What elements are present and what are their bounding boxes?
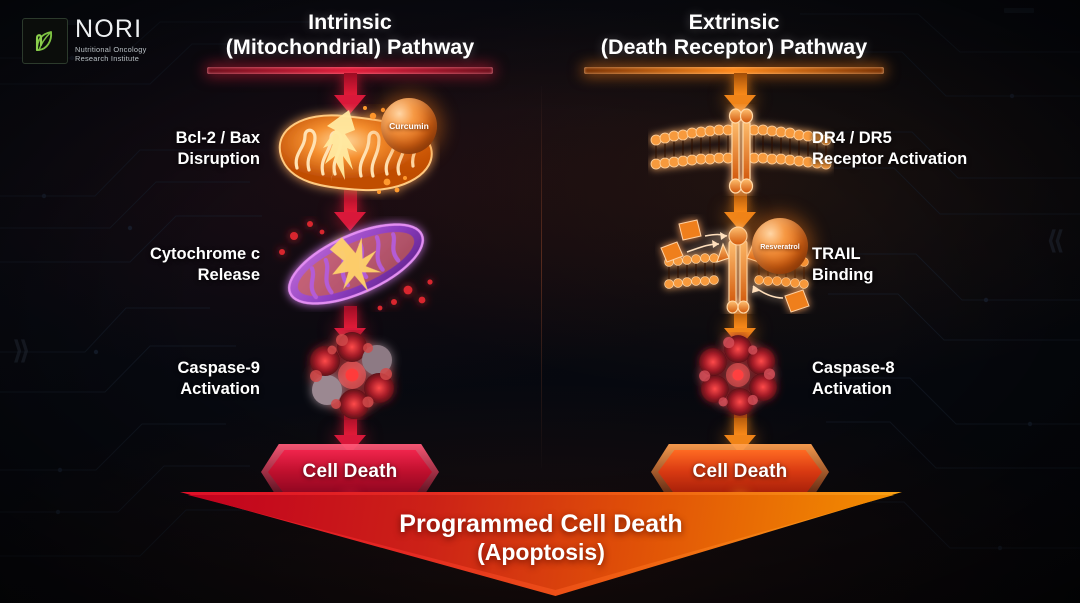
label-line1: Cytochrome c [149, 245, 260, 263]
label-line1: Caspase-9 [177, 359, 260, 377]
resveratrol-badge: Resveratrol [752, 218, 808, 274]
banner-line1: Programmed Cell Death [399, 510, 683, 538]
outcome-label: Cell Death [302, 461, 398, 482]
banner-line2: (Apoptosis) [477, 538, 605, 565]
stage-label-cytochrome-c: Cytochrome c Release [110, 244, 260, 286]
left-title-line2: (Mitochondrial) Pathway [225, 34, 475, 59]
outcome-cell-death-right[interactable]: Cell Death [658, 450, 822, 494]
left-column-header: Intrinsic (Mitochondrial) Pathway [140, 10, 560, 74]
arrow-right-2 [717, 190, 763, 231]
right-column-header: Extrinsic (Death Receptor) Pathway [524, 10, 944, 74]
lipid-bilayer-receptor-icon [650, 108, 832, 194]
stage-label-dr4-dr5: DR4 / DR5 Receptor Activation [812, 128, 1022, 170]
label-line1: Bcl-2 / Bax [175, 129, 260, 147]
curcumin-label: Curcumin [389, 121, 429, 131]
arrow-left-1 [327, 73, 373, 114]
label-line2: Binding [812, 265, 874, 284]
label-line2: Disruption [177, 149, 261, 168]
outcome-label: Cell Death [692, 461, 788, 482]
logo-subtitle-line2: Research Institute [75, 54, 140, 64]
stage-label-bcl2-bax: Bcl-2 / Bax Disruption [120, 128, 260, 170]
label-line2: Receptor Activation [812, 149, 968, 168]
right-accent-rule [584, 66, 884, 74]
label-line2: Release [197, 265, 260, 284]
purple-mitochondrion-icon [279, 221, 433, 311]
leaf-icon [22, 18, 68, 64]
label-line2: Activation [812, 379, 892, 398]
stage-label-caspase-9: Caspase-9 Activation [130, 358, 260, 400]
arrow-left-2 [327, 190, 373, 231]
stage-label-caspase-8: Caspase-8 Activation [812, 358, 972, 400]
label-line2: Activation [180, 379, 260, 398]
right-title-line1: Extrinsic [688, 10, 780, 34]
resveratrol-label: Resveratrol [760, 241, 800, 251]
logo-title: NORI [75, 15, 143, 44]
label-line1: TRAIL [812, 245, 861, 263]
left-title-line1: Intrinsic [308, 10, 392, 34]
label-line1: DR4 / DR5 [812, 129, 892, 147]
stage-label-trail-binding: TRAIL Binding [812, 244, 972, 286]
outcome-cell-death-left[interactable]: Cell Death [268, 450, 432, 494]
apoptosis-banner: Programmed Cell Death (Apoptosis) [180, 492, 902, 596]
caspase-9-protein-cluster-icon [310, 332, 394, 419]
logo-subtitle-line1: Nutritional Oncology [75, 45, 147, 55]
column-divider [541, 86, 542, 468]
label-line1: Caspase-8 [812, 359, 895, 377]
left-accent-rule [207, 66, 493, 74]
caspase-8-protein-cluster-icon [699, 335, 777, 416]
right-title-line2: (Death Receptor) Pathway [600, 34, 868, 59]
curcumin-badge: Curcumin [381, 98, 437, 154]
nori-logo: NORI Nutritional Oncology Research Insti… [22, 15, 147, 64]
